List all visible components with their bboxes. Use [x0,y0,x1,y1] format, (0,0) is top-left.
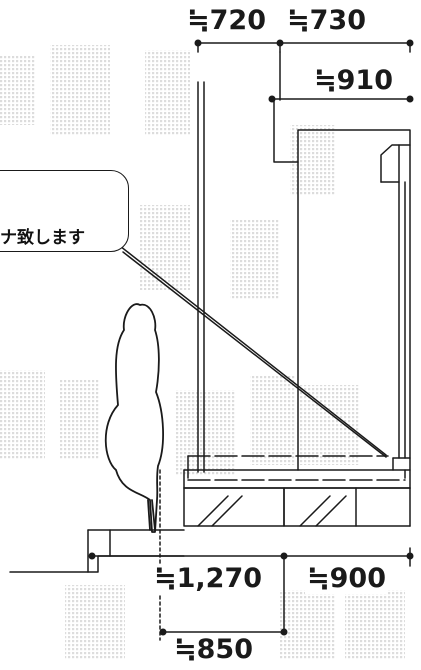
foundation [183,487,411,527]
posts [197,51,281,473]
tree-icon [104,303,164,533]
dimension-dots [88,39,414,636]
dimension-label-910: ≒910 [312,65,395,96]
watermark-pattern [0,45,405,660]
dimension-label-720: ≒720 [185,5,268,36]
sight-lines [119,245,387,458]
dimension-label-850: ≒850 [172,634,255,665]
dimension-label-1270: ≒1,270 [152,563,265,594]
building-wall [273,99,411,489]
callout-bubble [0,170,129,252]
callout-text: ナ致します [0,228,85,248]
dimension-label-730: ≒730 [285,5,368,36]
dimension-label-900: ≒900 [305,563,388,594]
floor-dashed-line [187,455,406,481]
top-dimension-line [197,42,411,53]
